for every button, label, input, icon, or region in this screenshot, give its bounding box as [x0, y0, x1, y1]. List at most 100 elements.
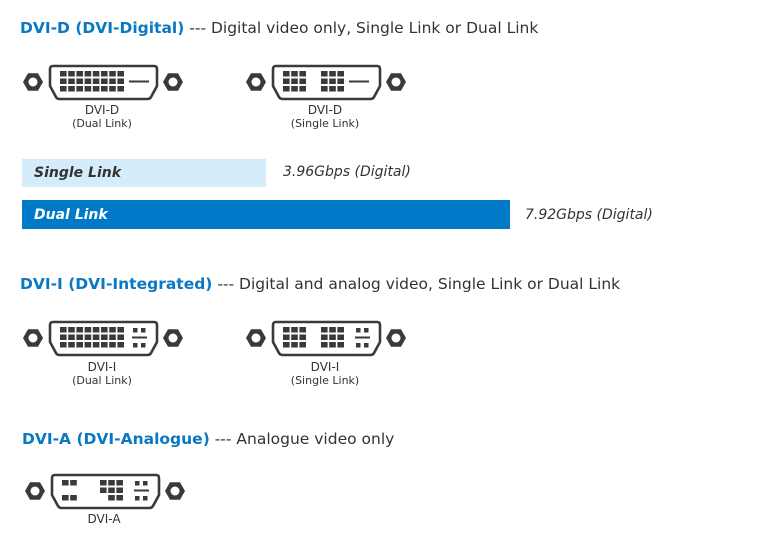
pin: [291, 327, 298, 333]
pin: [108, 480, 115, 486]
pin: [299, 78, 306, 84]
pin: [92, 327, 100, 333]
pin: [92, 342, 100, 348]
pin: [92, 78, 100, 84]
pin: [68, 342, 75, 348]
pin: [117, 86, 124, 92]
pin: [68, 78, 75, 84]
pin: [92, 334, 100, 340]
pin: [60, 78, 67, 84]
pin: [92, 86, 100, 92]
label-dvi-a: DVI-A: [87, 512, 121, 526]
label-dvi-i-dual: DVI-I(Dual Link): [72, 360, 132, 387]
pin: [109, 71, 116, 77]
pin: [84, 71, 92, 77]
pin: [60, 86, 67, 92]
pin: [109, 342, 116, 348]
pin: [321, 334, 328, 340]
pin: [283, 78, 290, 84]
pin: [68, 86, 75, 92]
pin: [101, 86, 108, 92]
heading-dvi-d: DVI-D (DVI-Digital) --- Digital video on…: [20, 19, 539, 37]
pin: [291, 86, 298, 92]
pin: [84, 334, 92, 340]
pin: [291, 342, 298, 348]
pin: [68, 71, 75, 77]
connector-dvi-d-dual-icon: [23, 64, 183, 101]
pin: [291, 71, 298, 77]
pin: [117, 334, 124, 340]
pin: [337, 342, 344, 348]
pin: [329, 71, 336, 77]
pin: [108, 487, 115, 493]
pin: [100, 480, 107, 486]
pin: [299, 71, 306, 77]
pin: [84, 327, 92, 333]
pin: [62, 495, 69, 501]
pin: [68, 327, 75, 333]
label-dvi-d-single: DVI-D(Single Link): [290, 103, 360, 130]
pin: [116, 480, 123, 486]
pin: [337, 71, 344, 77]
pin: [101, 78, 108, 84]
bar-single-link: Single Link: [22, 159, 266, 187]
pin: [84, 86, 92, 92]
pin: [60, 334, 67, 340]
pin: [283, 327, 290, 333]
pin: [76, 327, 83, 333]
pin: [117, 342, 124, 348]
pin: [108, 495, 115, 501]
pin: [76, 71, 83, 77]
pin: [329, 327, 336, 333]
pin: [117, 78, 124, 84]
label-dvi-d-dual: DVI-D(Dual Link): [72, 103, 132, 130]
pin: [283, 342, 290, 348]
value-dual-link: 7.92Gbps (Digital): [525, 207, 653, 223]
pin: [299, 334, 306, 340]
pin: [62, 480, 69, 486]
connector-dvi-a-icon: [25, 473, 185, 510]
pin: [117, 71, 124, 77]
pin: [101, 71, 108, 77]
pin: [109, 334, 116, 340]
pin: [68, 334, 75, 340]
pin: [109, 78, 116, 84]
pin: [329, 334, 336, 340]
value-single-link: 3.96Gbps (Digital): [283, 164, 411, 180]
pin: [337, 78, 344, 84]
pin: [283, 71, 290, 77]
heading-dvi-i: DVI-I (DVI-Integrated) --- Digital and a…: [20, 275, 621, 293]
pin: [299, 342, 306, 348]
connector-dvi-i-dual-icon: [23, 320, 183, 357]
pin: [70, 480, 77, 486]
pin: [337, 86, 344, 92]
pin: [100, 487, 107, 493]
pin: [76, 342, 83, 348]
pin: [329, 342, 336, 348]
pin: [101, 327, 108, 333]
pin: [70, 495, 77, 501]
pin: [291, 78, 298, 84]
pin: [101, 342, 108, 348]
pin: [321, 327, 328, 333]
pin: [321, 342, 328, 348]
label-dvi-i-single: DVI-I(Single Link): [290, 360, 360, 387]
pin: [60, 327, 67, 333]
pin: [116, 495, 123, 501]
pin: [337, 334, 344, 340]
pin: [321, 78, 328, 84]
pin: [283, 334, 290, 340]
pin: [291, 334, 298, 340]
pin: [329, 78, 336, 84]
pin: [101, 334, 108, 340]
pin: [299, 86, 306, 92]
pin: [109, 327, 116, 333]
connector-dvi-d-single-icon: [246, 64, 406, 101]
pin: [84, 78, 92, 84]
connector-dvi-i-single-icon: [246, 320, 406, 357]
pin: [84, 342, 92, 348]
pin: [321, 71, 328, 77]
pin: [76, 86, 83, 92]
pin: [109, 86, 116, 92]
pin: [321, 86, 328, 92]
